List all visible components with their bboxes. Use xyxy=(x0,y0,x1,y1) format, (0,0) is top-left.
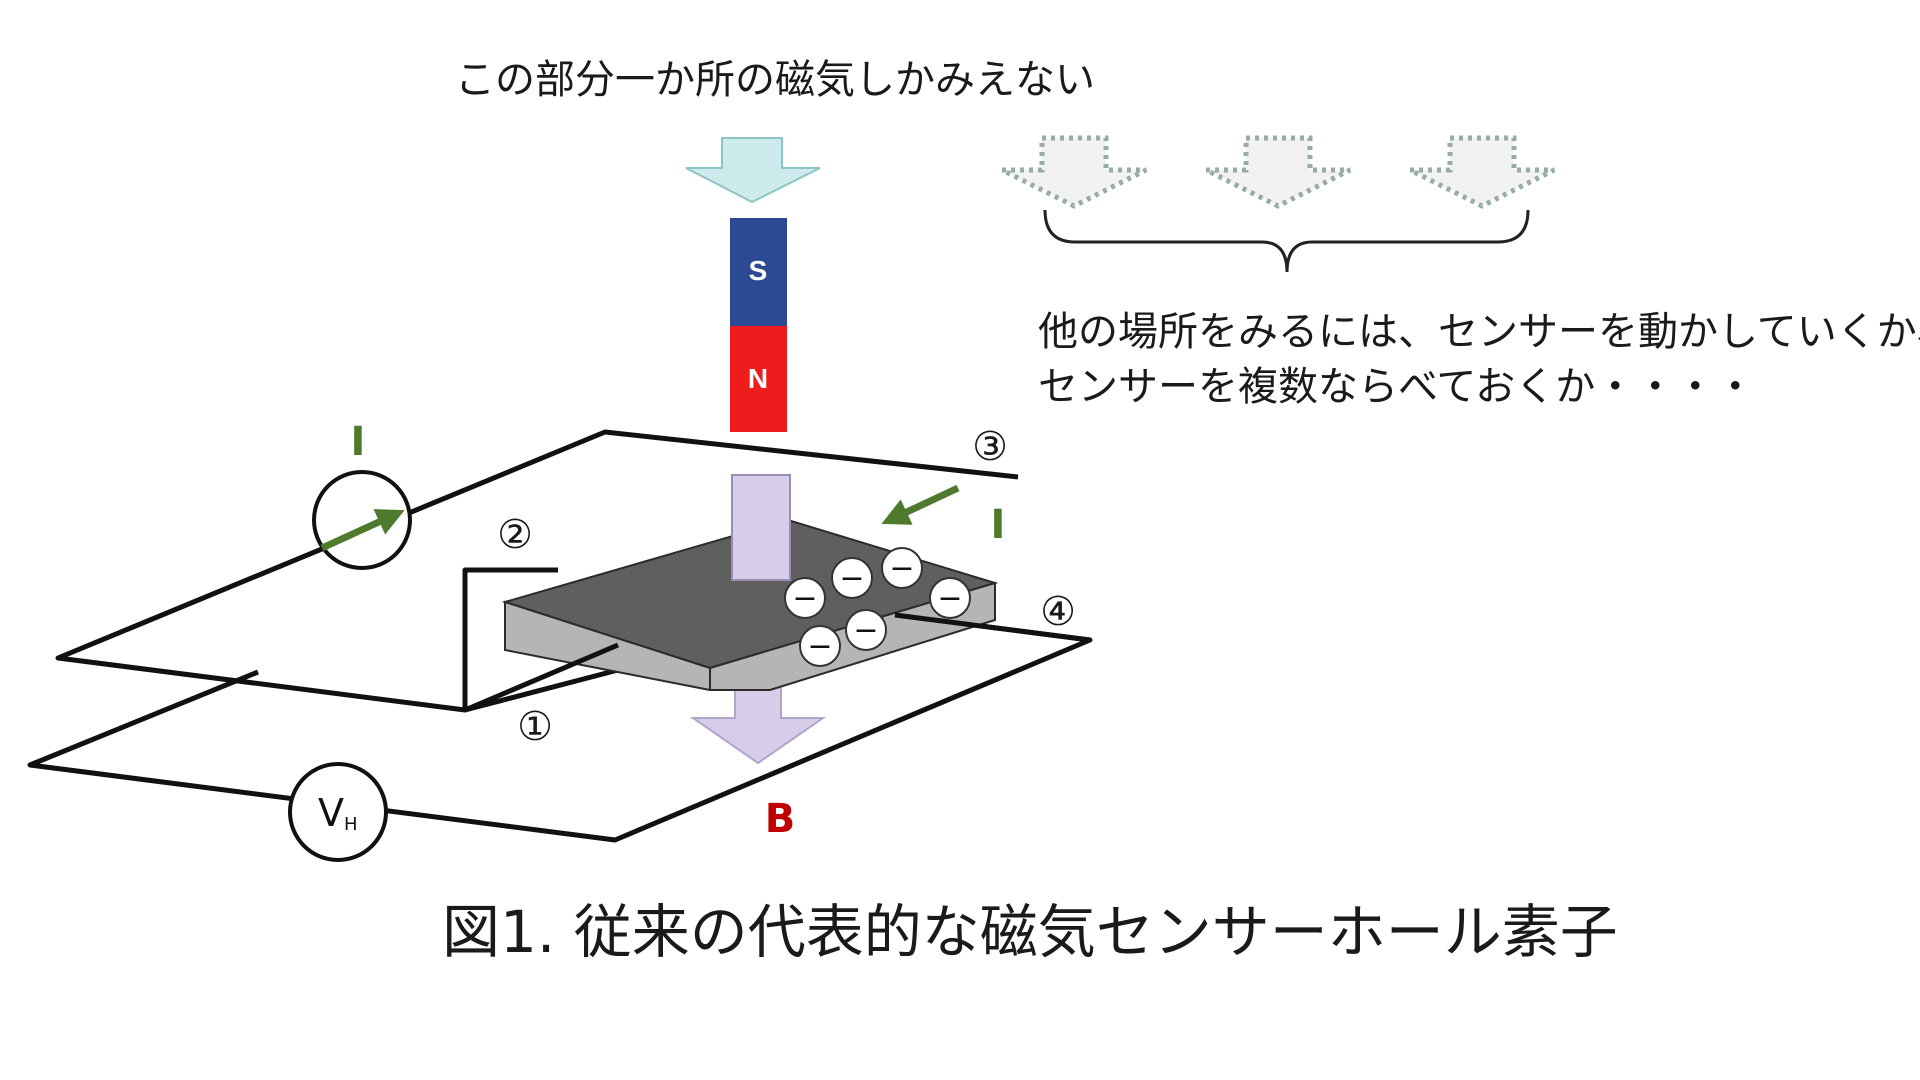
current-label-right: I xyxy=(991,502,1006,548)
incoming-field-arrow xyxy=(685,137,821,204)
terminal-1-label: ① xyxy=(517,704,553,750)
brace xyxy=(1043,209,1530,273)
electron: − xyxy=(845,609,887,651)
right-note-line2: センサーを複数ならべておくか・・・・ xyxy=(1038,364,1755,410)
ammeter xyxy=(312,470,412,570)
terminal-2-label: ② xyxy=(497,512,533,558)
magnet-north xyxy=(730,326,787,432)
dotted-arrow-3 xyxy=(1408,135,1556,209)
current-direction-arrow xyxy=(881,484,960,525)
svg-text:−: − xyxy=(807,629,832,664)
svg-text:−: − xyxy=(853,613,878,648)
terminal-1-wire xyxy=(464,642,619,713)
field-label: B xyxy=(765,796,796,842)
electron: − xyxy=(784,577,826,619)
dotted-arrow-2 xyxy=(1204,135,1352,209)
magnet-n-label: N xyxy=(748,363,768,394)
electron: − xyxy=(831,557,873,599)
current-label-left: I xyxy=(351,419,366,465)
magnet-s-label: S xyxy=(749,255,768,286)
figure-caption: 図1. 従来の代表的な磁気センサーホール素子 xyxy=(442,898,1618,966)
dotted-arrow-1 xyxy=(1000,135,1148,209)
electron: − xyxy=(881,547,923,589)
svg-text:−: − xyxy=(889,551,914,586)
terminal-4-label: ④ xyxy=(1040,589,1076,635)
top-note: この部分一か所の磁気しかみえない xyxy=(455,57,1095,103)
voltmeter-label: V xyxy=(318,791,344,835)
magnetic-field-arrow-lower xyxy=(689,684,827,765)
svg-text:−: − xyxy=(792,581,817,616)
electron: − xyxy=(929,577,971,619)
svg-text:−: − xyxy=(839,561,864,596)
terminal-3-label: ③ xyxy=(972,424,1008,470)
bar-magnet: S N xyxy=(730,218,787,432)
svg-text:−: − xyxy=(937,581,962,616)
magnetic-field-arrow-upper xyxy=(731,474,791,581)
voltmeter-subscript: H xyxy=(344,814,358,835)
electron: − xyxy=(799,625,841,667)
voltage-loop-wire xyxy=(464,667,619,713)
right-note-line1: 他の場所をみるには、センサーを動かしていくか、 xyxy=(1038,309,1920,355)
magnet-south xyxy=(730,218,787,326)
electrons: − − − − − − xyxy=(784,547,971,667)
voltmeter: V H xyxy=(288,762,388,862)
terminal-4-wire xyxy=(894,612,1091,643)
current-loop-wire xyxy=(55,429,1019,713)
